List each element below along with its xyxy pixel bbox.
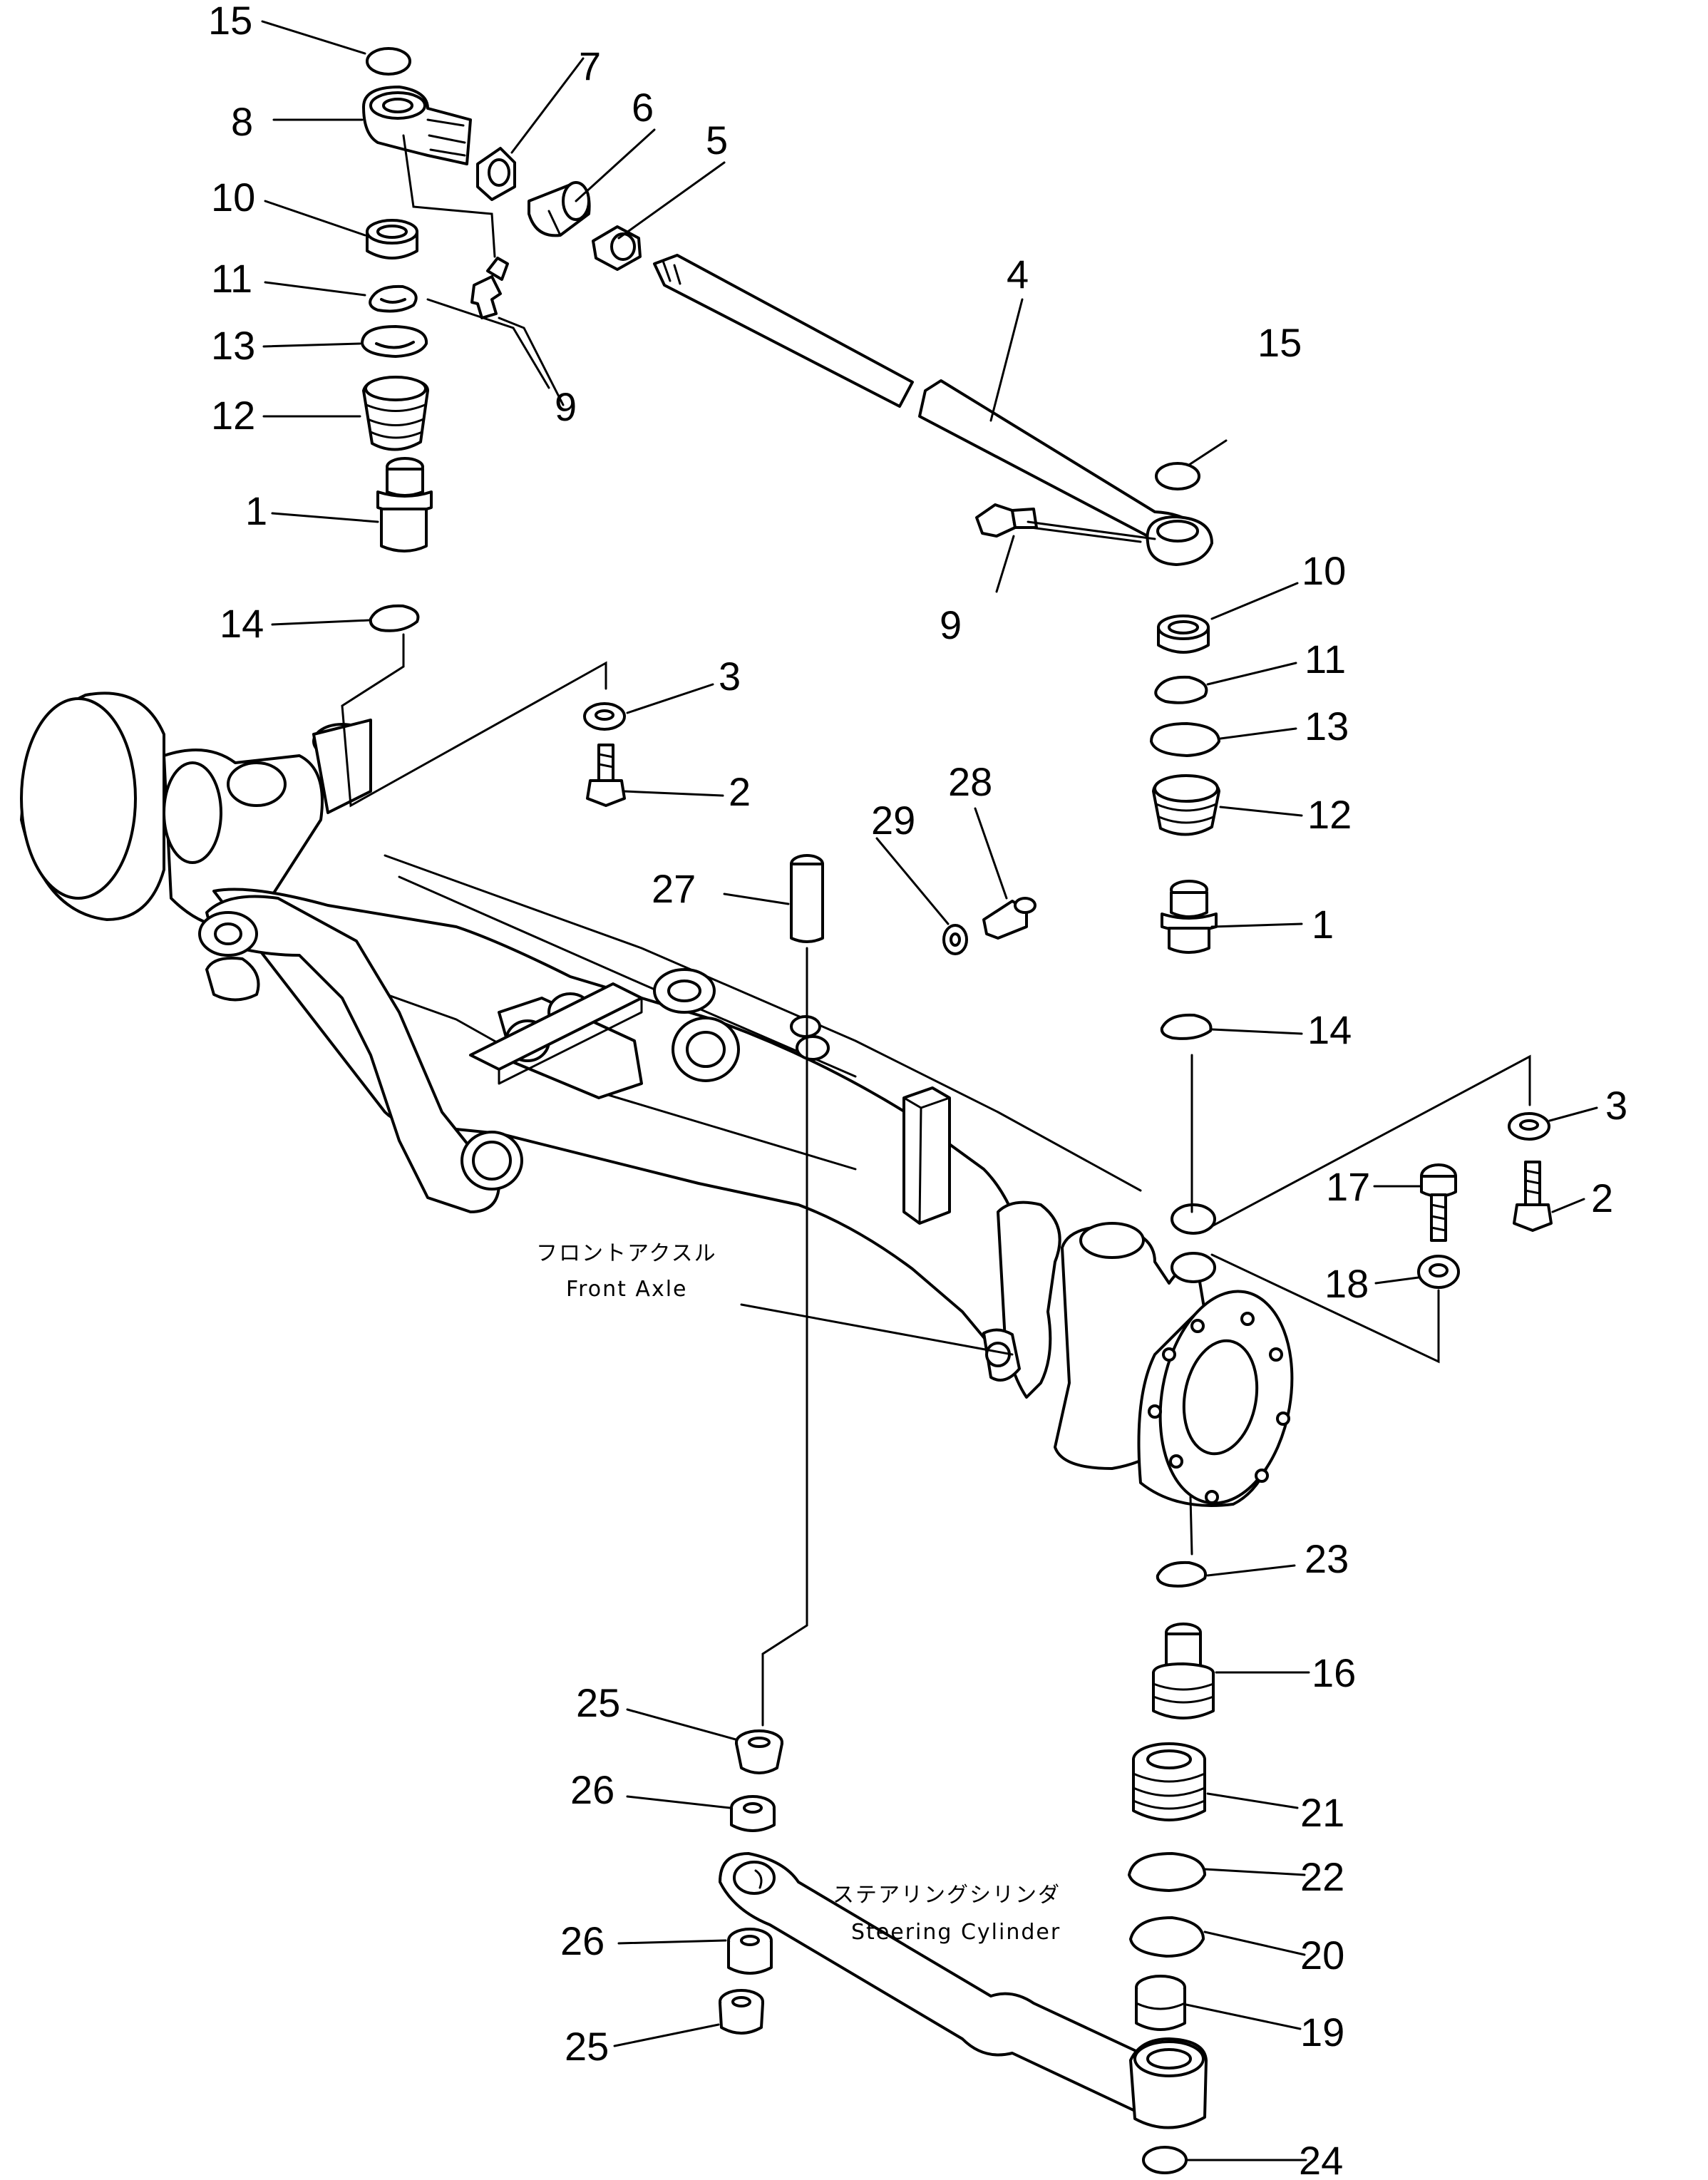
part-3-washer-left: [583, 702, 626, 731]
label-12b: 12: [1307, 792, 1352, 837]
label-4: 4: [1007, 252, 1029, 297]
part-11-snap-ring-right: [1154, 675, 1208, 704]
label-2b: 2: [1591, 1176, 1613, 1220]
caption-steering-cylinder-jp: ステアリングシリンダ: [833, 1883, 1061, 1908]
label-12: 12: [211, 393, 255, 438]
label-2: 2: [729, 769, 751, 814]
part-19-bushing: [1135, 1975, 1186, 2031]
part-1-pin-left: [376, 457, 433, 552]
part-9-grease-nipple-right: [975, 503, 1038, 538]
lower-kingpin-stack: [1128, 1561, 1215, 2031]
part-14-snap-ring-right: [1160, 1013, 1213, 1040]
label-17: 17: [1326, 1164, 1370, 1209]
label-28: 28: [948, 759, 992, 804]
label-10b: 10: [1302, 548, 1346, 593]
label-29: 29: [871, 798, 915, 843]
part-18-washer: [1417, 1255, 1460, 1289]
label-27: 27: [652, 866, 696, 911]
part-10-seal-right: [1157, 615, 1210, 654]
label-3: 3: [719, 654, 741, 699]
part-9-grease-nipple-left: [470, 257, 509, 319]
part-11-snap-ring-left: [369, 284, 418, 313]
label-21: 21: [1300, 1790, 1344, 1835]
right-kingpin-stack: [1150, 615, 1553, 1289]
label-26: 26: [570, 1767, 614, 1812]
part-4-tie-rod: [653, 254, 1199, 556]
label-11: 11: [211, 256, 252, 301]
label-25: 25: [576, 1680, 620, 1725]
leader-lines: [261, 20, 1598, 2161]
part-3-washer-right: [1508, 1112, 1550, 1141]
label-25b: 25: [565, 2024, 609, 2069]
label-14: 14: [220, 601, 264, 646]
part-20-snap-ring: [1129, 1916, 1205, 1958]
part-12-boot-right: [1152, 774, 1220, 836]
label-1b: 1: [1312, 902, 1334, 947]
label-9: 9: [555, 384, 577, 429]
part-28-grease-fitting: [982, 897, 1036, 940]
part-25-bushing-top: [735, 1729, 783, 1774]
part-16-kingpin: [1152, 1623, 1215, 1719]
part-22-snap-ring: [1128, 1852, 1206, 1892]
label-16: 16: [1312, 1650, 1356, 1695]
part-13-snap-ring-left: [361, 325, 428, 358]
label-5: 5: [706, 118, 728, 163]
front-axle-body: [20, 691, 1294, 1507]
left-hub: [20, 691, 372, 1002]
label-24: 24: [1299, 2138, 1343, 2180]
label-15: 15: [208, 0, 252, 43]
label-13: 13: [211, 323, 255, 368]
cylinder-body: [719, 1852, 1208, 2129]
caption-front-axle-jp: フロントアクスル: [536, 1241, 717, 1266]
part-12-boot-left: [362, 376, 429, 451]
label-8: 8: [231, 99, 253, 144]
label-15b: 15: [1257, 320, 1302, 365]
right-knuckle: [982, 1200, 1294, 1507]
part-number-labels: 15 8 7 6 5 10 11 13 12 9 4 15 1 9 10 14 …: [208, 0, 1627, 2180]
label-19: 19: [1300, 2010, 1344, 2055]
part-2-bolt-right: [1513, 1161, 1553, 1232]
part-27-pin: [790, 854, 824, 943]
part-29-washer: [942, 924, 968, 955]
part-17-bolt: [1420, 1163, 1457, 1242]
part-15-cap-right: [1155, 462, 1200, 490]
part-23-snap-ring: [1156, 1561, 1207, 1588]
label-1: 1: [245, 488, 267, 533]
label-9b: 9: [940, 602, 962, 647]
label-22: 22: [1300, 1854, 1344, 1899]
tie-rod-assembly: [361, 47, 1213, 632]
label-13b: 13: [1305, 704, 1349, 749]
part-21-spring: [1132, 1742, 1206, 1821]
part-1-pin-right: [1161, 880, 1218, 954]
captions: フロントアクスル Front Axle ステアリングシリンダ Steering …: [536, 1241, 1061, 1945]
label-10: 10: [211, 175, 255, 220]
part-13-snap-ring-right: [1150, 722, 1220, 757]
part-10-seal-left: [366, 219, 418, 259]
rod-end-right: [1146, 515, 1213, 566]
label-3b: 3: [1605, 1083, 1627, 1128]
part-15-cap-left: [366, 47, 411, 76]
label-23: 23: [1305, 1536, 1349, 1581]
part-14-snap-ring-left: [369, 604, 420, 632]
part-8-rod-end: [362, 86, 472, 165]
label-7: 7: [579, 43, 601, 88]
part-24-cap: [1142, 2146, 1188, 2174]
part-26-seal-bottom: [727, 1928, 773, 1975]
part-2-bolt-left: [586, 744, 626, 807]
part-5-nut: [592, 225, 642, 271]
part-7-nut: [476, 147, 516, 201]
label-11b: 11: [1305, 637, 1346, 682]
part-26-seal-top: [730, 1795, 776, 1832]
part-6-clamp-sleeve: [528, 181, 591, 237]
part-25-bushing-bottom: [719, 1989, 764, 2035]
steering-cylinder: [719, 1729, 1208, 2174]
caption-steering-cylinder-en: Steering Cylinder: [851, 1920, 1061, 1945]
label-6: 6: [632, 85, 654, 130]
label-20: 20: [1300, 1933, 1344, 1978]
caption-front-axle-en: Front Axle: [566, 1277, 687, 1302]
label-18: 18: [1324, 1261, 1369, 1306]
label-26b: 26: [560, 1918, 605, 1963]
label-14b: 14: [1307, 1007, 1352, 1052]
